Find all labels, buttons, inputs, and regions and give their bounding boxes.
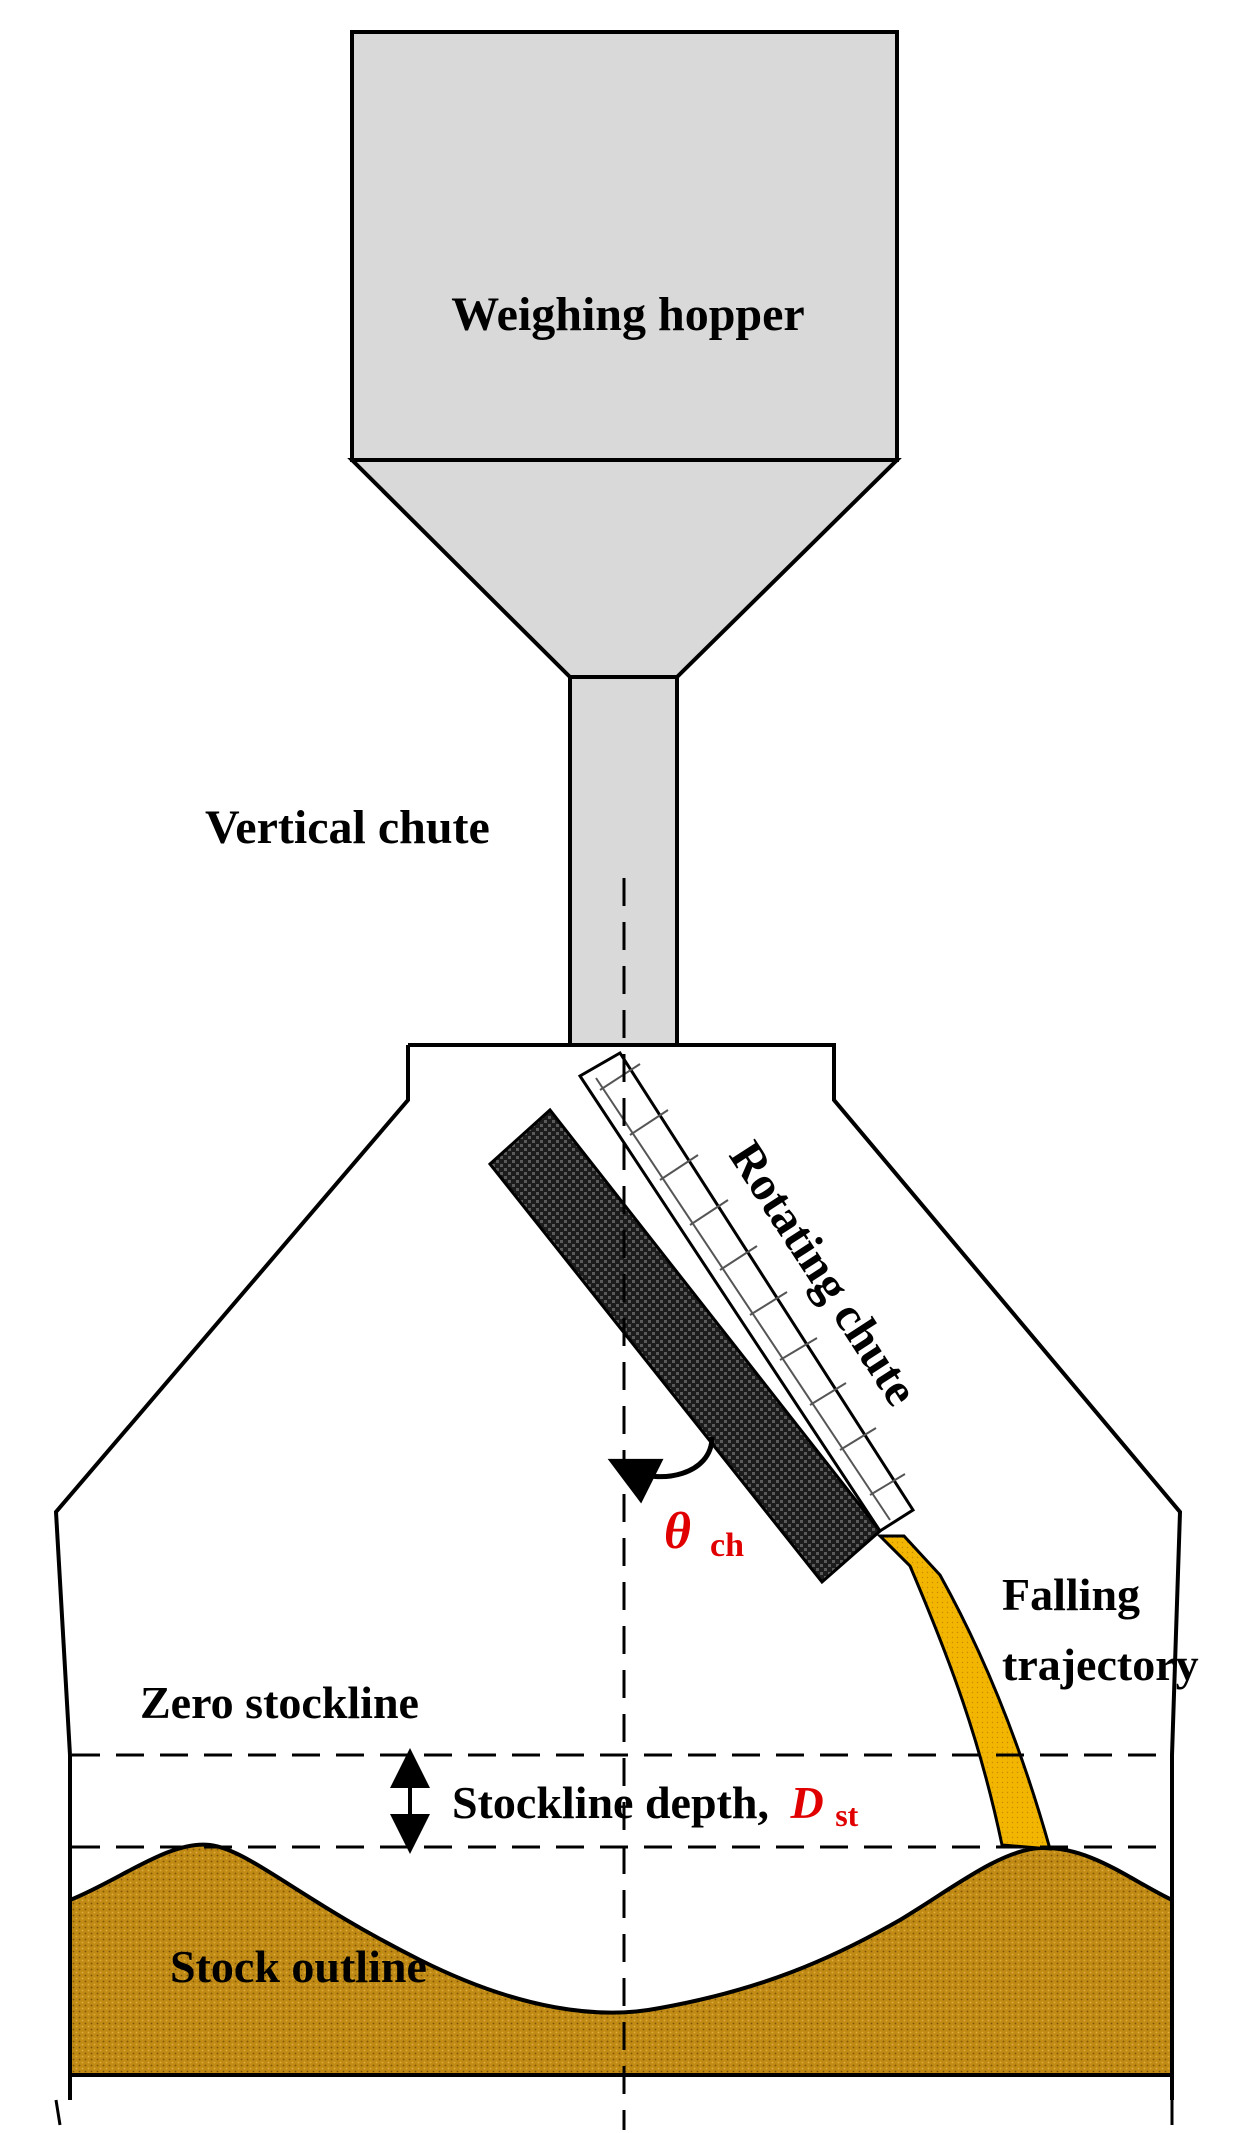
vertical-chute-label: Vertical chute — [205, 801, 490, 854]
rotating-chute — [487, 1050, 916, 1585]
furnace-throat-outline-left — [53, 1045, 410, 2100]
weighing-hopper-label: Weighing hopper — [451, 288, 804, 341]
weighing-hopper — [347, 30, 902, 679]
falling-trajectory-label-1: Falling — [1002, 1569, 1140, 1620]
falling-trajectory-label-2: trajectory — [1002, 1639, 1199, 1690]
angle-symbol: θ ch — [664, 1503, 744, 1564]
falling-trajectory — [876, 1534, 1053, 1851]
stockline-depth-label: Stockline depth, D st — [452, 1777, 859, 1833]
zero-stockline-label: Zero stockline — [140, 1677, 419, 1728]
angle-arc — [607, 1436, 715, 1504]
stockline-depth-text: Stockline depth, — [452, 1777, 769, 1828]
angle-theta: θ — [664, 1503, 691, 1560]
depth-symbol: D — [789, 1777, 823, 1828]
stock-outline-label: Stock outline — [170, 1941, 427, 1992]
angle-subscript: ch — [710, 1527, 744, 1564]
depth-subscript: st — [835, 1797, 858, 1833]
furnace-throat-outline — [408, 1043, 1183, 2100]
